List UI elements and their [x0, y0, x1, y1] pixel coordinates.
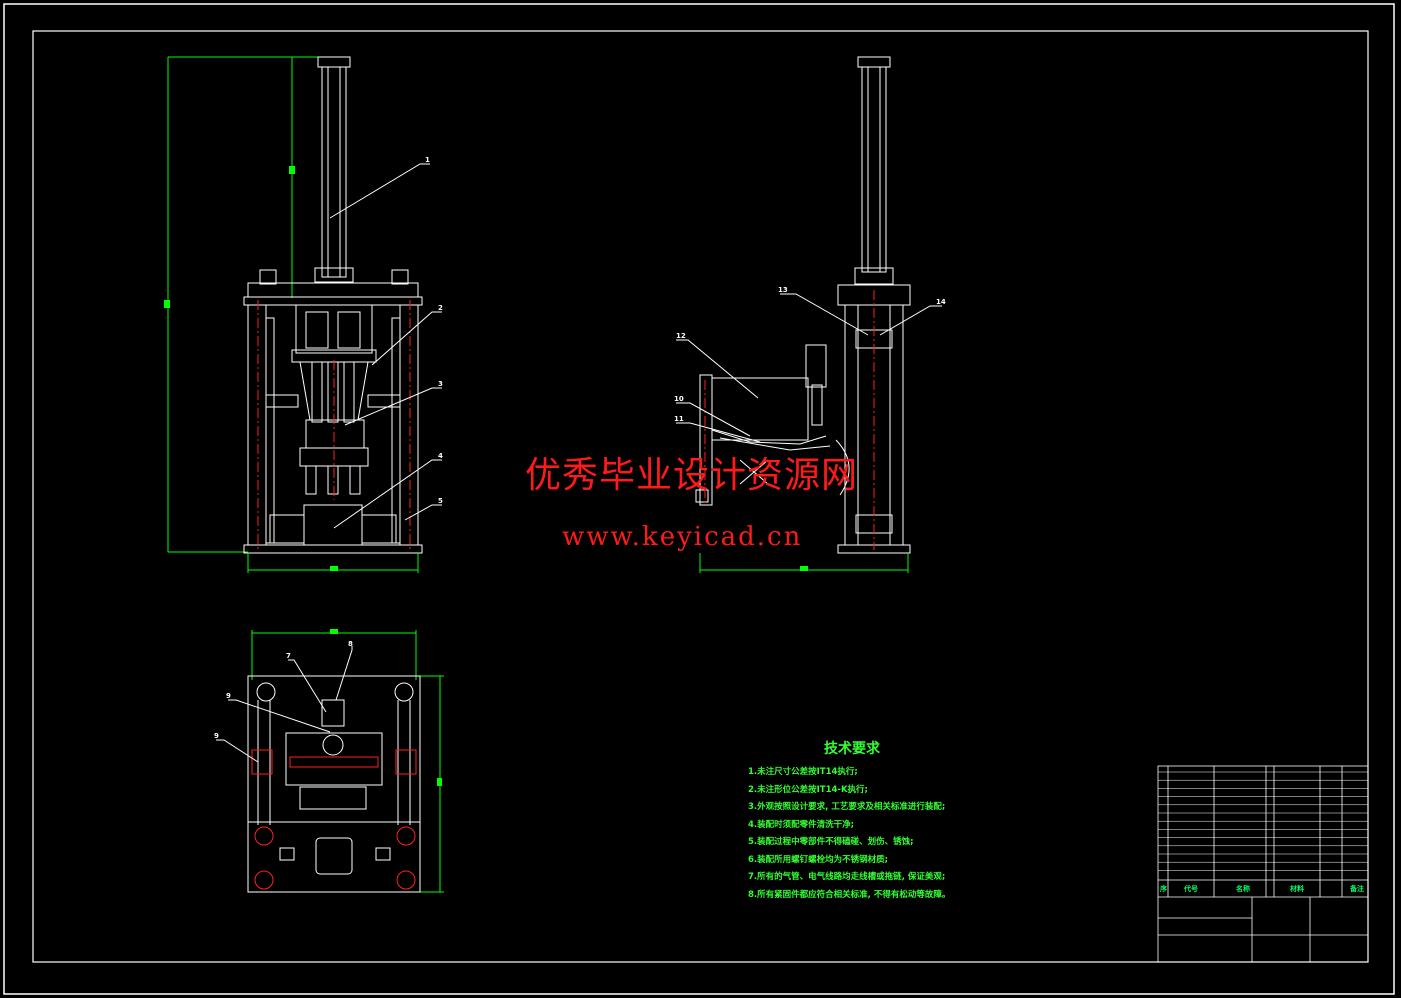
- title-block-col-code: 代号: [1184, 885, 1198, 893]
- balloon-label: 1: [425, 156, 430, 164]
- side-view: [676, 56, 942, 573]
- tech-req-item: 5.装配过程中零部件不得磕碰、划伤、锈蚀;: [748, 837, 914, 847]
- balloon-label: 9: [214, 732, 219, 740]
- tech-req-item: 6.装配所用螺钉螺栓均为不锈钢材质;: [748, 854, 889, 865]
- title-block-col-no: 序: [1160, 885, 1167, 893]
- balloon-label: 13: [778, 286, 788, 294]
- balloon-label: 12: [676, 332, 686, 340]
- outer-border: [3, 3, 1395, 995]
- top-view: [216, 629, 444, 893]
- balloon-label: 3: [438, 380, 443, 388]
- balloon-label: 9: [226, 692, 231, 700]
- balloon-label: 11: [674, 415, 684, 423]
- tech-req-item: 1.未注尺寸公差按IT14执行;: [748, 767, 858, 777]
- title-block-rows: [1158, 771, 1368, 871]
- tech-req-item: 8.所有紧固件都应符合相关标准, 不得有松动等故障。: [748, 889, 951, 900]
- tech-req-title: 技术要求: [824, 741, 880, 757]
- balloon-label: 14: [936, 298, 946, 306]
- tech-req-item: 3.外观按照设计要求, 工艺要求及相关标准进行装配;: [748, 802, 946, 812]
- balloon-label: 8: [348, 640, 353, 648]
- inner-border: [32, 30, 1369, 963]
- technical-requirements: 技术要求 1.未注尺寸公差按IT14执行; 2.未注形位公差按IT14-K执行;…: [748, 738, 950, 904]
- title-block-col-remark: 备注: [1350, 885, 1364, 893]
- balloon-label: 2: [438, 304, 443, 312]
- watermark-url: www.keyicad.cn: [562, 522, 803, 552]
- tech-req-item: 4.装配时须配零件清洗干净;: [748, 819, 855, 830]
- balloon-label: 10: [674, 395, 684, 403]
- title-block-col-material: 材料: [1290, 885, 1304, 893]
- front-view: [164, 56, 442, 573]
- tech-req-item: 2.未注形位公差按IT14-K执行;: [748, 784, 868, 795]
- tech-req-item: 7.所有的气管、电气线路均走线槽或拖链, 保证美观;: [748, 872, 946, 882]
- title-block-col-name: 名称: [1236, 885, 1250, 893]
- balloon-label: 4: [438, 452, 443, 460]
- balloon-label: 7: [286, 652, 291, 660]
- balloon-label: 5: [438, 497, 443, 505]
- watermark-title: 优秀毕业设计资源网: [525, 455, 859, 496]
- title-block: [1157, 765, 1369, 963]
